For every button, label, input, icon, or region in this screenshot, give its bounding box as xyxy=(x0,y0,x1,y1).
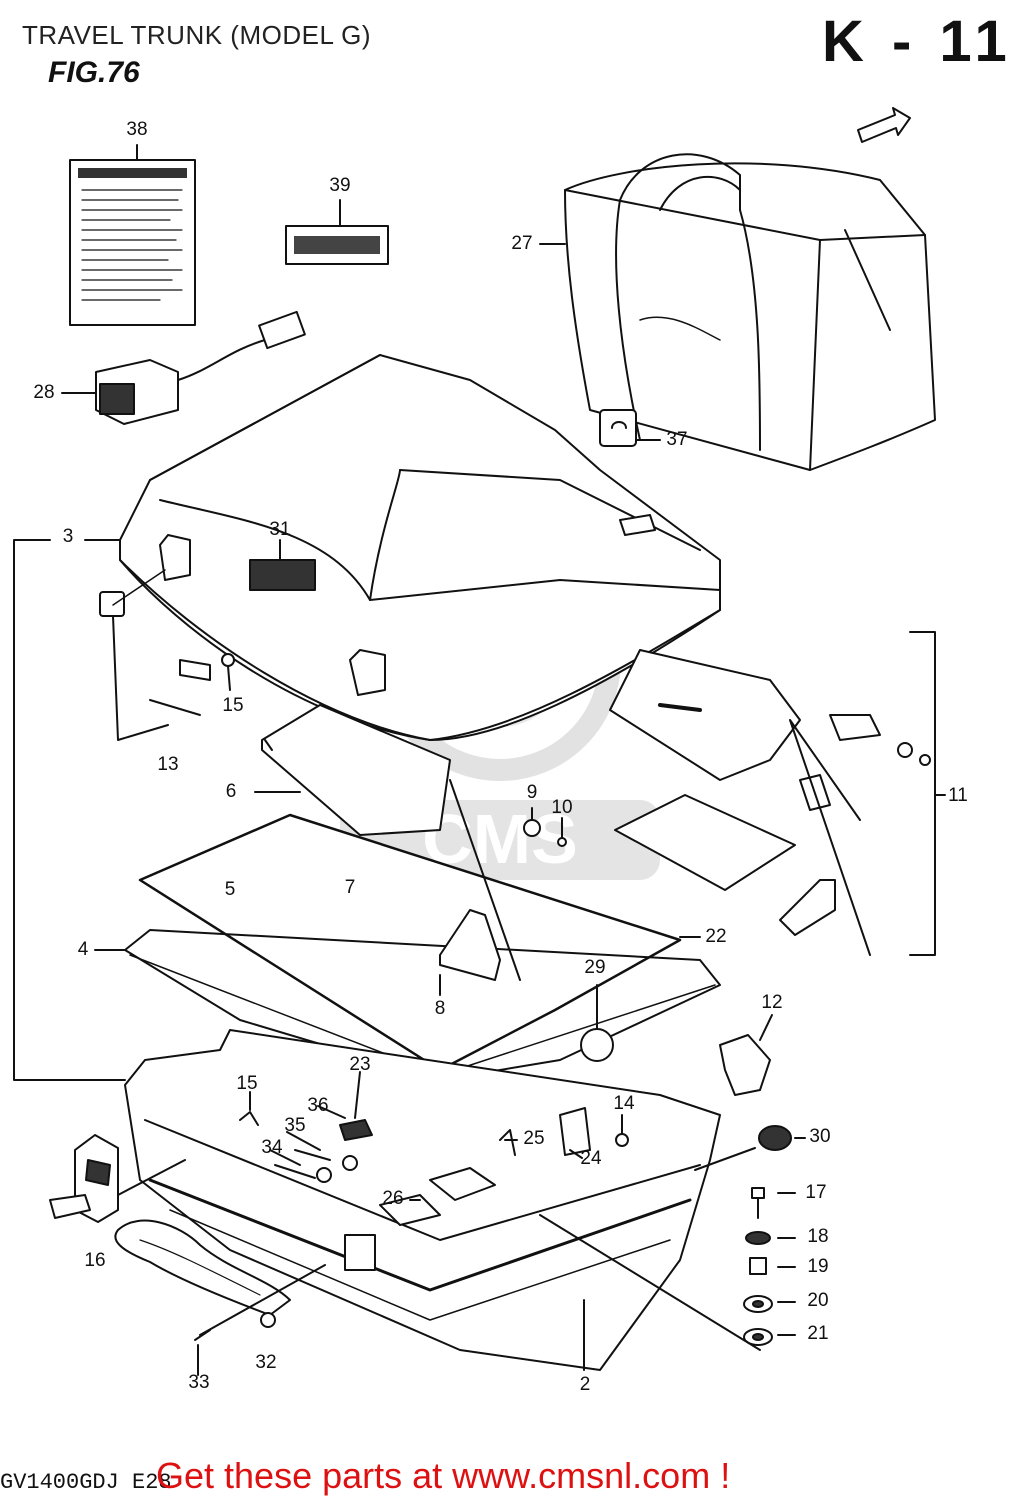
callout-34[interactable]: 34 xyxy=(261,1137,283,1158)
bumper-part xyxy=(580,984,614,1062)
script-emblem-part xyxy=(114,1219,291,1328)
callout-20[interactable]: 20 xyxy=(807,1290,829,1311)
capacity-label-part xyxy=(285,199,389,265)
diagram-title: TRAVEL TRUNK (MODEL G) xyxy=(22,20,372,50)
callout-19[interactable]: 19 xyxy=(807,1256,829,1277)
callout-15-upper[interactable]: 15 xyxy=(222,695,244,716)
callout-15-lower[interactable]: 15 xyxy=(236,1073,258,1094)
callout-36[interactable]: 36 xyxy=(307,1095,329,1116)
mounting-hardware-stack xyxy=(539,1187,796,1351)
callout-9[interactable]: 9 xyxy=(526,782,538,803)
callout-12[interactable]: 12 xyxy=(761,992,783,1013)
lid-liner-left xyxy=(254,704,451,836)
callout-10[interactable]: 10 xyxy=(551,797,573,818)
emblem-screw xyxy=(194,1264,326,1376)
warning-label-part xyxy=(69,144,196,326)
figure-number: FIG.76 xyxy=(48,56,140,89)
callout-16[interactable]: 16 xyxy=(84,1250,106,1271)
callout-3[interactable]: 3 xyxy=(62,526,74,547)
lid-hinge-left xyxy=(99,591,235,741)
page-code: K - 11 xyxy=(822,9,1013,74)
callout-33[interactable]: 33 xyxy=(188,1372,210,1393)
callout-18[interactable]: 18 xyxy=(807,1226,829,1247)
latch-part xyxy=(719,1014,773,1096)
callout-30[interactable]: 30 xyxy=(809,1126,831,1147)
callout-26[interactable]: 26 xyxy=(382,1188,404,1209)
callout-31[interactable]: 31 xyxy=(269,519,291,540)
callout-6[interactable]: 6 xyxy=(225,781,237,802)
callout-27[interactable]: 27 xyxy=(511,233,533,254)
lid-stay-part xyxy=(439,779,521,996)
callout-14[interactable]: 14 xyxy=(613,1093,635,1114)
callout-25[interactable]: 25 xyxy=(523,1128,545,1149)
adjust-knob-part xyxy=(694,1125,806,1171)
callout-17[interactable]: 17 xyxy=(805,1182,827,1203)
lid-group-bracket xyxy=(13,539,126,1081)
front-direction-arrow xyxy=(857,107,911,143)
callout-28[interactable]: 28 xyxy=(33,382,55,403)
trunk-light-assembly xyxy=(61,310,306,425)
trunk-lid-part xyxy=(119,354,721,741)
model-code: GV1400GDJ E28 xyxy=(0,1470,172,1495)
callout-5[interactable]: 5 xyxy=(224,879,236,900)
lid-liner-right xyxy=(609,631,946,956)
interior-fittings xyxy=(239,1071,629,1226)
callout-29[interactable]: 29 xyxy=(584,957,606,978)
parts-shop-link[interactable]: Get these parts at www.cmsnl.com ! xyxy=(156,1455,731,1496)
callout-2[interactable]: 2 xyxy=(579,1374,591,1395)
callout-7[interactable]: 7 xyxy=(344,877,356,898)
leader-lines xyxy=(112,439,661,606)
callout-11[interactable]: 11 xyxy=(948,785,968,806)
callout-22[interactable]: 22 xyxy=(705,926,727,947)
lock-cylinder-part xyxy=(49,1134,186,1223)
callout-38[interactable]: 38 xyxy=(126,119,148,140)
callout-4[interactable]: 4 xyxy=(77,939,89,960)
callout-23[interactable]: 23 xyxy=(349,1054,371,1075)
callout-35[interactable]: 35 xyxy=(284,1115,306,1136)
callout-39[interactable]: 39 xyxy=(329,175,351,196)
callout-32[interactable]: 32 xyxy=(255,1352,277,1373)
travel-bag-part xyxy=(539,153,936,471)
callout-37[interactable]: 37 xyxy=(666,429,688,450)
lid-inner-seal xyxy=(94,813,721,1081)
callout-21[interactable]: 21 xyxy=(807,1323,829,1344)
callout-8[interactable]: 8 xyxy=(434,998,446,1019)
callout-13[interactable]: 13 xyxy=(157,754,179,775)
callout-24[interactable]: 24 xyxy=(580,1148,602,1169)
lid-screws xyxy=(523,807,567,847)
